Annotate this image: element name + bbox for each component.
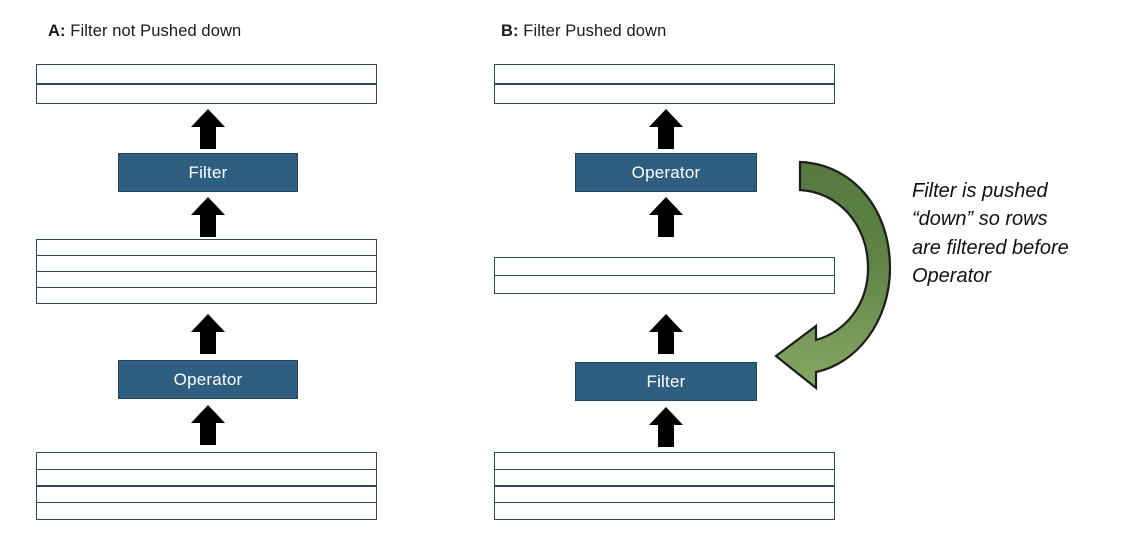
panel-a-filter-box[interactable]: Filter — [118, 153, 298, 192]
table-row — [494, 83, 835, 105]
table-row — [36, 287, 377, 304]
arrow-up-icon — [191, 197, 225, 237]
table-row — [494, 275, 835, 295]
table-row — [494, 64, 835, 85]
panel-b-filter-label: Filter — [646, 371, 686, 391]
table-row — [36, 271, 377, 288]
panel-a-operator-label: Operator — [173, 369, 243, 389]
arrow-up-icon — [649, 197, 683, 237]
table-row — [36, 239, 377, 256]
panel-b-source-rows-table — [494, 452, 835, 520]
table-row — [494, 452, 835, 470]
table-row — [494, 468, 835, 487]
panel-b-caption: Filter Pushed down — [518, 22, 667, 40]
push-down-curved-arrow-icon — [774, 160, 892, 390]
panel-b-filter-box[interactable]: Filter — [575, 362, 757, 401]
table-row — [36, 64, 377, 85]
table-row — [36, 485, 377, 504]
panel-a-intermediate-rows-table — [36, 239, 377, 304]
table-row — [36, 452, 377, 470]
arrow-up-icon — [191, 109, 225, 149]
table-row — [36, 255, 377, 272]
panel-b-label: B: — [501, 22, 519, 40]
panel-b-operator-label: Operator — [631, 162, 701, 182]
arrow-up-icon — [649, 314, 683, 354]
table-row — [36, 502, 377, 520]
panel-b-title: B: Filter Pushed down — [501, 22, 666, 41]
panel-b-intermediate-rows-table — [494, 257, 835, 295]
table-row — [36, 468, 377, 487]
table-row — [36, 83, 377, 105]
panel-a-output-rows-table — [36, 64, 377, 105]
arrow-up-icon — [649, 109, 683, 149]
panel-a-filter-label: Filter — [188, 162, 228, 182]
table-row — [494, 485, 835, 504]
panel-a-caption: Filter not Pushed down — [65, 22, 242, 40]
arrow-up-icon — [649, 407, 683, 447]
panel-b-output-rows-table — [494, 64, 835, 105]
panel-a-source-rows-table — [36, 452, 377, 520]
push-down-annotation-text: Filter is pushed “down” so rows are filt… — [912, 180, 1069, 288]
arrow-up-icon — [191, 405, 225, 445]
panel-a-label: A: — [48, 22, 66, 40]
panel-b-operator-box[interactable]: Operator — [575, 153, 757, 192]
table-row — [494, 502, 835, 520]
panel-a-title: A: Filter not Pushed down — [48, 22, 241, 41]
arrow-up-icon — [191, 314, 225, 354]
panel-a-operator-box[interactable]: Operator — [118, 360, 298, 399]
